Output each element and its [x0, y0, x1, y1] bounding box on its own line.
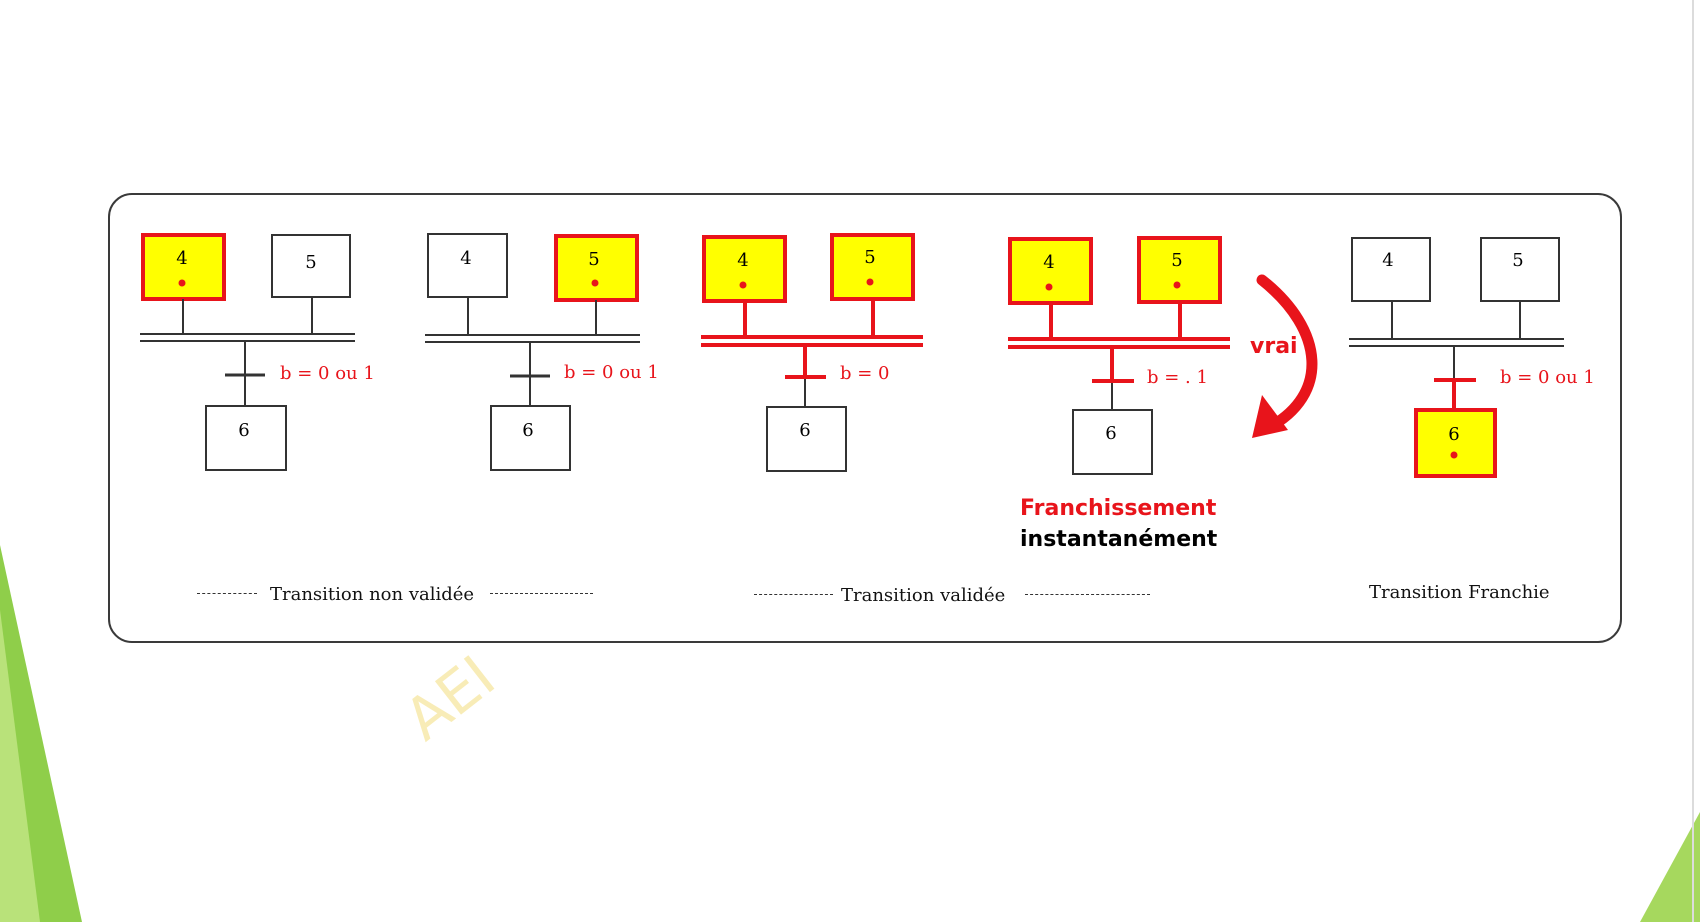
step-label: 6: [1105, 423, 1116, 444]
step-label: 6: [238, 420, 249, 441]
step-token: [1450, 451, 1458, 459]
step-box: [490, 405, 571, 471]
step-label: 4: [1382, 250, 1393, 271]
step-token: [866, 278, 874, 286]
step-box: [1137, 236, 1222, 304]
step-label: 5: [305, 252, 316, 273]
caption-non-valid: Transition non validée: [270, 584, 475, 605]
crossing-line-1: Franchissement: [1020, 496, 1217, 521]
caption-valid: Transition validée: [841, 585, 1006, 606]
step-box: [1480, 237, 1560, 302]
curved-arrow-icon: [1252, 274, 1318, 438]
step-box: [702, 235, 787, 303]
grafcet-group-1: 4 5 b = 0 ou 1 6: [140, 233, 375, 471]
step-label: 4: [737, 250, 748, 271]
step-box: [830, 233, 915, 301]
left-light-green-triangle: [0, 610, 40, 922]
crossing-line-2: instantanément: [1020, 527, 1218, 552]
step-token: [1173, 281, 1181, 289]
step-box: [205, 405, 287, 471]
step-token: [178, 279, 186, 287]
step-box: [141, 233, 226, 301]
step-label: 5: [588, 249, 599, 270]
step-label: 5: [1512, 250, 1523, 271]
caption-dashes: [197, 593, 257, 594]
transition-condition: b = 0: [840, 363, 890, 384]
transition-condition: b = . 1: [1147, 367, 1208, 388]
step-box: [1008, 237, 1093, 305]
transition-condition: b = 0 ou 1: [564, 362, 659, 383]
arrow-label: vrai: [1250, 334, 1298, 359]
caption-crossed: Transition Franchie: [1369, 582, 1550, 603]
step-box: [1072, 409, 1153, 475]
grafcet-group-4: 4 5 b = . 1 6: [1008, 236, 1230, 475]
grafcet-group-5: 4 5 b = 0 ou 1 6: [1349, 237, 1595, 478]
step-box: [1414, 408, 1497, 478]
step-label: 4: [1043, 252, 1054, 273]
step-label: 6: [799, 420, 810, 441]
step-label: 6: [522, 420, 533, 441]
grafcet-group-2: 4 5 b = 0 ou 1 6: [425, 233, 659, 471]
step-label: 6: [1448, 424, 1459, 445]
step-box: [271, 234, 351, 298]
caption-dashes: [1025, 594, 1150, 595]
transition-condition: b = 0 ou 1: [1500, 367, 1595, 388]
step-label: 4: [460, 248, 471, 269]
caption-dashes: [490, 593, 593, 594]
step-label: 5: [1171, 250, 1182, 271]
step-label: 5: [864, 247, 875, 268]
step-box: [766, 406, 847, 472]
step-token: [591, 279, 599, 287]
step-token: [739, 281, 747, 289]
transition-condition: b = 0 ou 1: [280, 363, 375, 384]
caption-dashes: [754, 594, 833, 595]
diagram-panel: [108, 193, 1622, 643]
grafcet-group-3: 4 5 b = 0 6: [701, 233, 923, 472]
right-green-triangle: [1640, 812, 1700, 922]
step-box: [554, 234, 639, 302]
step-token: [1045, 283, 1053, 291]
step-label: 4: [176, 248, 187, 269]
